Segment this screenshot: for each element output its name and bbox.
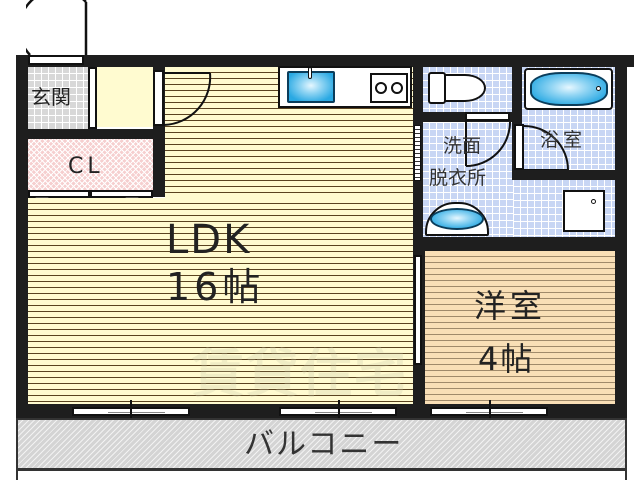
closet-label: CL: [68, 154, 104, 179]
ldk-door[interactable]: [153, 70, 164, 126]
outer-wall-top: [16, 55, 634, 67]
closet-door-right[interactable]: [90, 190, 153, 198]
watermark: 賃貸住宅: [192, 345, 409, 405]
outer-wall-left: [16, 55, 28, 410]
ldk-label: LDK: [166, 217, 252, 263]
room-closet: CL: [28, 139, 153, 191]
wall-wash-bath: [512, 67, 522, 177]
wash-basin: [430, 208, 484, 230]
washing-machine-pan: [563, 190, 605, 232]
ldk-door-swing: [164, 72, 212, 126]
entrance-label: 玄関: [31, 85, 71, 109]
bathtub-basin: [530, 72, 608, 106]
burner-icon: [391, 82, 403, 94]
wall-wet-western: [413, 237, 627, 251]
drain-icon: [591, 199, 596, 204]
ldk-size-label: 16帖: [166, 265, 265, 309]
toilet-door[interactable]: [465, 112, 510, 121]
faucet-icon: [308, 67, 312, 79]
room-entrance: 玄関: [28, 67, 88, 129]
window-mullion: [130, 400, 132, 422]
bathroom-label: 浴室: [540, 129, 587, 151]
burner-icon: [375, 82, 387, 94]
bathroom-door[interactable]: [514, 124, 524, 170]
toilet-bowl: [444, 74, 486, 102]
drain-icon: [596, 86, 601, 91]
window-mullion: [489, 400, 491, 422]
toilet-door-swing: [465, 120, 511, 167]
western-room-label: 洋室: [474, 287, 547, 325]
closet-door-left[interactable]: [28, 190, 90, 198]
entrance-wall: [28, 129, 165, 139]
stove: [370, 73, 408, 103]
western-room-sliding-door[interactable]: [414, 255, 422, 365]
room-western: [425, 251, 615, 404]
balcony: バルコニー: [16, 418, 627, 470]
entrance-door-swing: [26, 0, 88, 56]
washroom-label-line2: 脱衣所: [429, 167, 487, 189]
balcony-edge: [16, 470, 627, 480]
entrance-door[interactable]: [28, 55, 84, 65]
balcony-label: バルコニー: [244, 427, 404, 462]
washroom-label-line1: 洗面: [443, 135, 482, 157]
hallway: [97, 67, 153, 127]
bathroom-bottom-wall: [512, 170, 615, 180]
western-room-size-label: 4帖: [478, 340, 535, 378]
window-mullion: [338, 400, 340, 422]
room-ldk: [28, 198, 413, 404]
entrance-inner-door[interactable]: [88, 67, 97, 129]
outer-wall-right: [615, 55, 627, 410]
washroom-sliding-door[interactable]: [414, 125, 421, 181]
